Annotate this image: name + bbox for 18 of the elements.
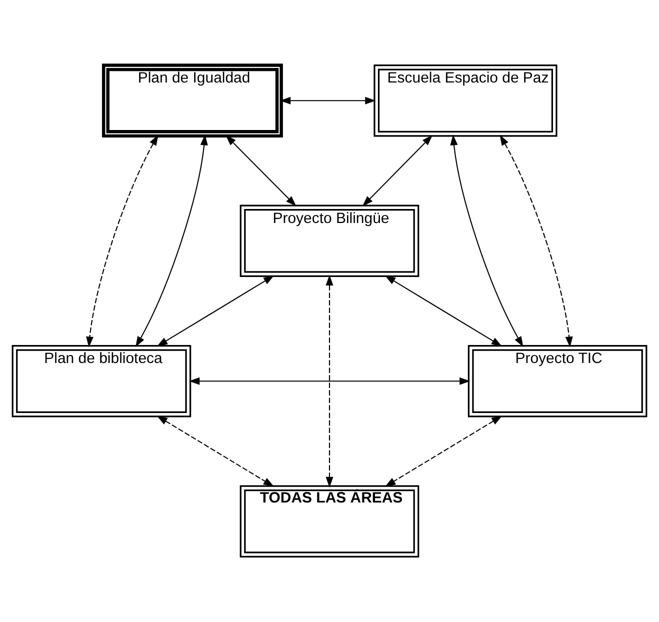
node-box: Proyecto Bilingüe — [240, 204, 420, 277]
arrow — [450, 134, 524, 348]
node-box: TODAS LAS ÁREAS — [240, 485, 420, 558]
arrow — [188, 377, 470, 385]
arrow — [362, 135, 433, 206]
arrow — [226, 135, 296, 206]
node-box: Proyecto TIC — [468, 345, 648, 418]
arrow — [156, 416, 274, 487]
arrow — [86, 134, 158, 348]
arrow — [280, 96, 376, 104]
node-box: Escuela Espacio de Paz — [374, 64, 558, 137]
node-box: Plan de biblioteca — [12, 345, 192, 418]
arrow — [500, 134, 573, 348]
node-box: Plan de Igualdad — [102, 64, 283, 138]
arrow — [156, 275, 274, 347]
arrow — [384, 275, 502, 347]
arrow — [384, 416, 502, 487]
arrow — [326, 274, 334, 488]
